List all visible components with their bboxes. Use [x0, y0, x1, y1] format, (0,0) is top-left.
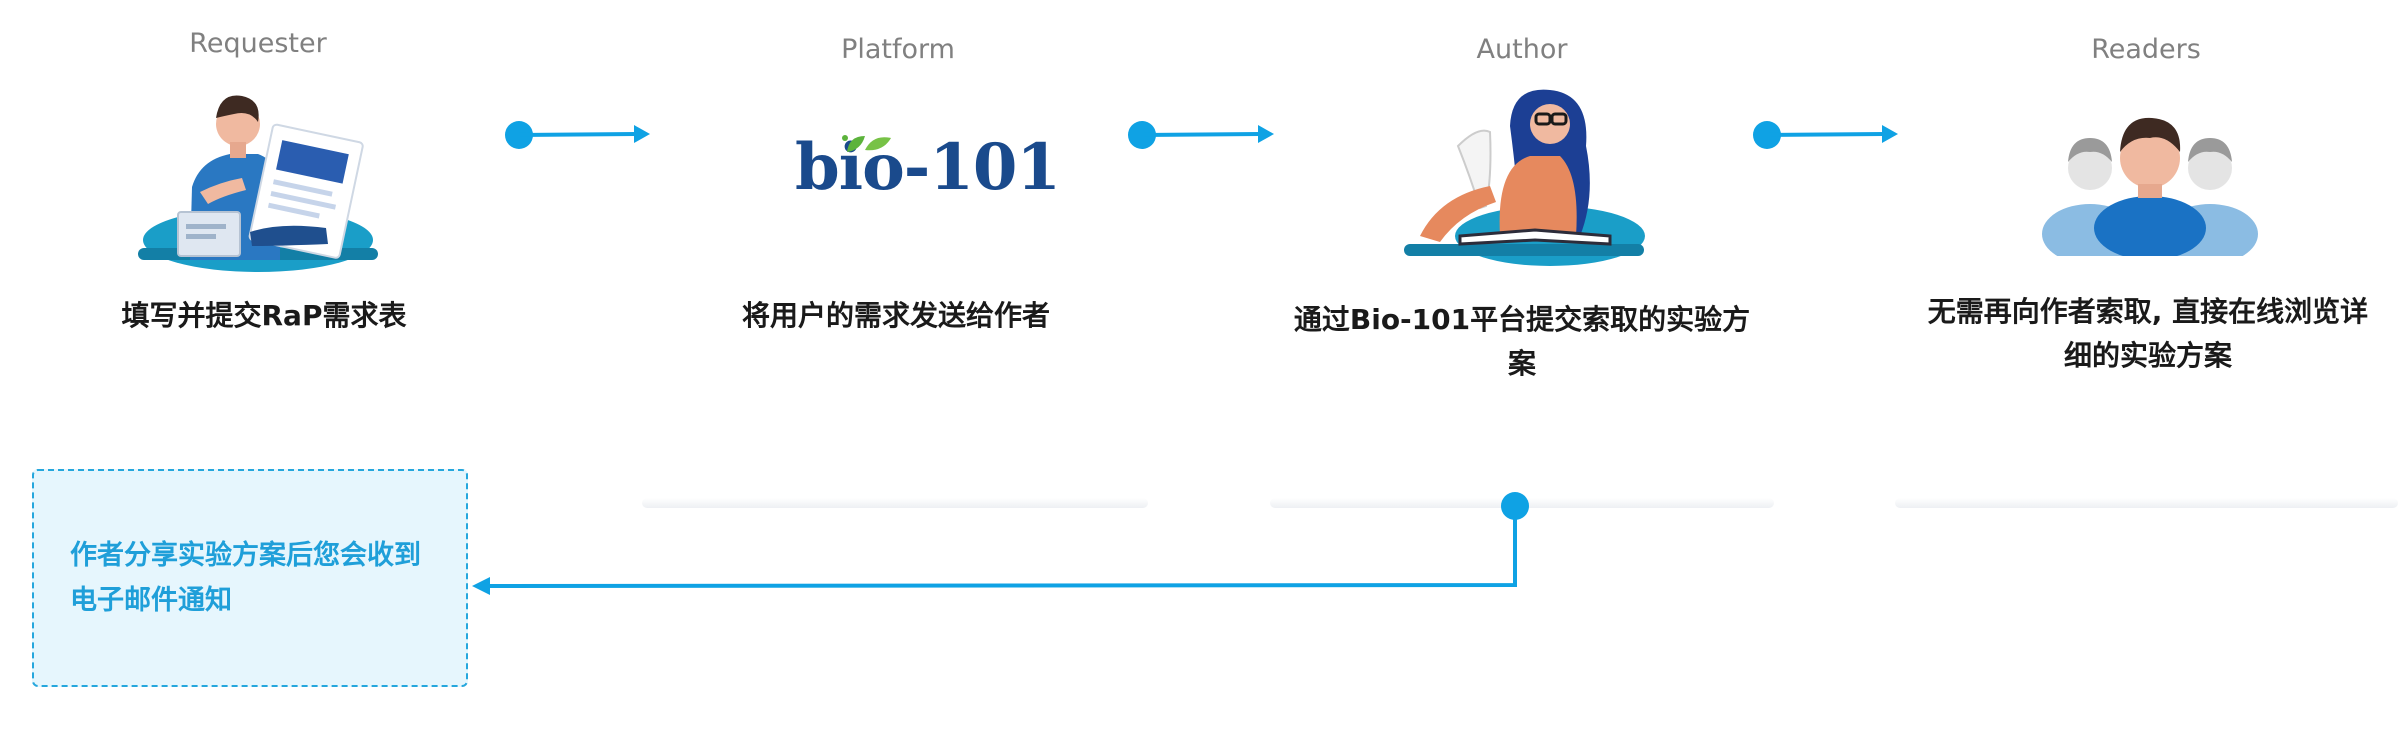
role-title-readers: Readers — [2091, 34, 2201, 65]
role-title-platform: Platform — [841, 34, 955, 65]
step-readers-desc: 无需再向作者索取, 直接在线浏览详 细的实验方案 — [1888, 290, 2398, 378]
step-author-line1: 通过Bio-101平台提交索取的实验方 — [1293, 303, 1751, 336]
arrow-right-icon — [505, 121, 650, 149]
arrow-right-icon — [1128, 121, 1274, 149]
notification-text: 作者分享实验方案后您会收到 电子邮件通知 — [70, 533, 450, 623]
leaf-icon — [842, 135, 891, 152]
readers-illustration — [2042, 117, 2258, 256]
step-readers-line1: 无需再向作者索取, 直接在线浏览详 — [1927, 295, 2369, 328]
step-author-line2: 案 — [1507, 347, 1536, 380]
role-title-requester: Requester — [189, 28, 327, 59]
requester-illustration — [138, 95, 378, 272]
bio-101-logo: bio-101 — [795, 128, 1061, 208]
step-requester-desc: 填写并提交RaP需求表 — [121, 299, 407, 332]
step-platform-desc: 将用户的需求发送给作者 — [741, 299, 1050, 332]
step-author-desc: 通过Bio-101平台提交索取的实验方 案 — [1262, 298, 1782, 386]
step-readers-line2: 细的实验方案 — [2063, 339, 2232, 372]
arrow-left-icon — [472, 492, 1529, 595]
logo-text: bio-101 — [795, 130, 1061, 205]
notification-line2: 电子邮件通知 — [70, 585, 232, 616]
platform-card-edge — [642, 498, 1148, 508]
readers-card-edge — [1895, 498, 2398, 508]
role-title-author: Author — [1476, 34, 1568, 65]
notification-note: 作者分享实验方案后您会收到 电子邮件通知 — [32, 469, 468, 687]
author-illustration — [1404, 89, 1645, 266]
arrow-right-icon — [1753, 121, 1898, 149]
notification-line1: 作者分享实验方案后您会收到 — [70, 540, 421, 571]
